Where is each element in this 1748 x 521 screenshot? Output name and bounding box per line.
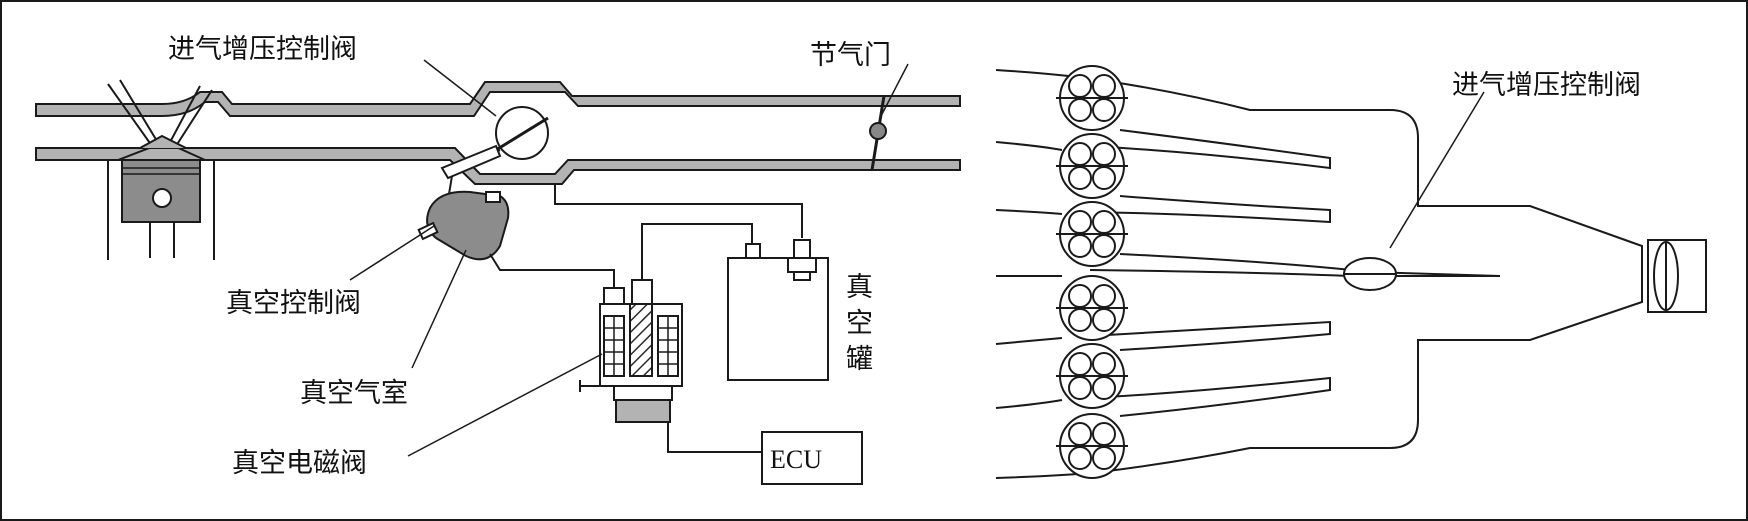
runner-line-3 <box>996 253 1501 278</box>
cylinder-5 <box>1056 343 1128 409</box>
label-throttle: 节气门 <box>810 40 891 71</box>
left-diagram <box>35 59 961 485</box>
wire-solenoid-to-ecu <box>667 418 762 453</box>
leader-vacuum-chamber <box>411 249 467 369</box>
solenoid-plunger <box>629 303 653 377</box>
solenoid-port-top <box>631 279 653 307</box>
runner-line-1 <box>995 129 1331 170</box>
label-vacuum-solenoid-valve: 真空电磁阀 <box>232 448 367 479</box>
leader-right-boost-valve <box>1389 91 1485 249</box>
cylinder-6 <box>1056 413 1128 479</box>
label-vacuum-control-valve: 真空控制阀 <box>226 288 361 319</box>
leader-vacuum-control-valve <box>349 225 435 281</box>
solenoid-connector <box>615 399 671 423</box>
coil-right-grid <box>658 316 678 376</box>
tank-port-right <box>793 239 811 259</box>
tank-check-valve <box>787 258 817 281</box>
boost-valve-plate <box>495 116 549 152</box>
leader-boost-valve <box>423 59 497 117</box>
runner-line-4 <box>995 320 1331 351</box>
leader-solenoid <box>407 353 603 457</box>
solenoid-vent <box>579 380 600 392</box>
ecu-box <box>761 431 863 485</box>
right-diagram <box>995 65 1707 479</box>
tank-port-left <box>745 243 761 259</box>
hose-manifold-to-tank <box>554 184 803 238</box>
actuator-link <box>440 144 502 180</box>
label-vacuum-tank-3: 罐 <box>846 344 873 375</box>
piston-pin <box>152 188 172 208</box>
valve-heads <box>139 134 187 149</box>
label-ecu: ECU <box>770 445 822 474</box>
leader-throttle <box>879 63 909 119</box>
connecting-rod <box>149 222 175 258</box>
valve-stems <box>107 79 213 147</box>
throttle-pivot <box>869 122 887 140</box>
label-vacuum-tank-2: 空 <box>846 308 873 339</box>
vacuum-chamber-cap <box>485 191 501 203</box>
vacuum-tank <box>727 257 829 381</box>
runner-line-5 <box>995 376 1331 417</box>
lower-intake-pipe <box>35 147 961 185</box>
label-vacuum-chamber: 真空气室 <box>300 378 408 409</box>
hose-solenoid-to-tank <box>641 223 753 280</box>
label-right-boost-valve: 进气增压控制阀 <box>1452 70 1641 101</box>
cylinder-4 <box>1056 275 1128 341</box>
label-boost-valve: 进气增压控制阀 <box>168 34 357 65</box>
cylinder-1 <box>1056 65 1128 131</box>
upper-intake-pipe <box>35 81 961 117</box>
solenoid-base <box>613 385 673 401</box>
label-vacuum-tank-1: 真 <box>846 272 873 303</box>
runner-line-2 <box>995 195 1331 224</box>
hose-chamber-to-solenoid <box>489 253 615 288</box>
coil-left-grid <box>604 316 624 376</box>
cylinder-3 <box>1056 201 1128 267</box>
cylinder-2 <box>1056 133 1128 199</box>
